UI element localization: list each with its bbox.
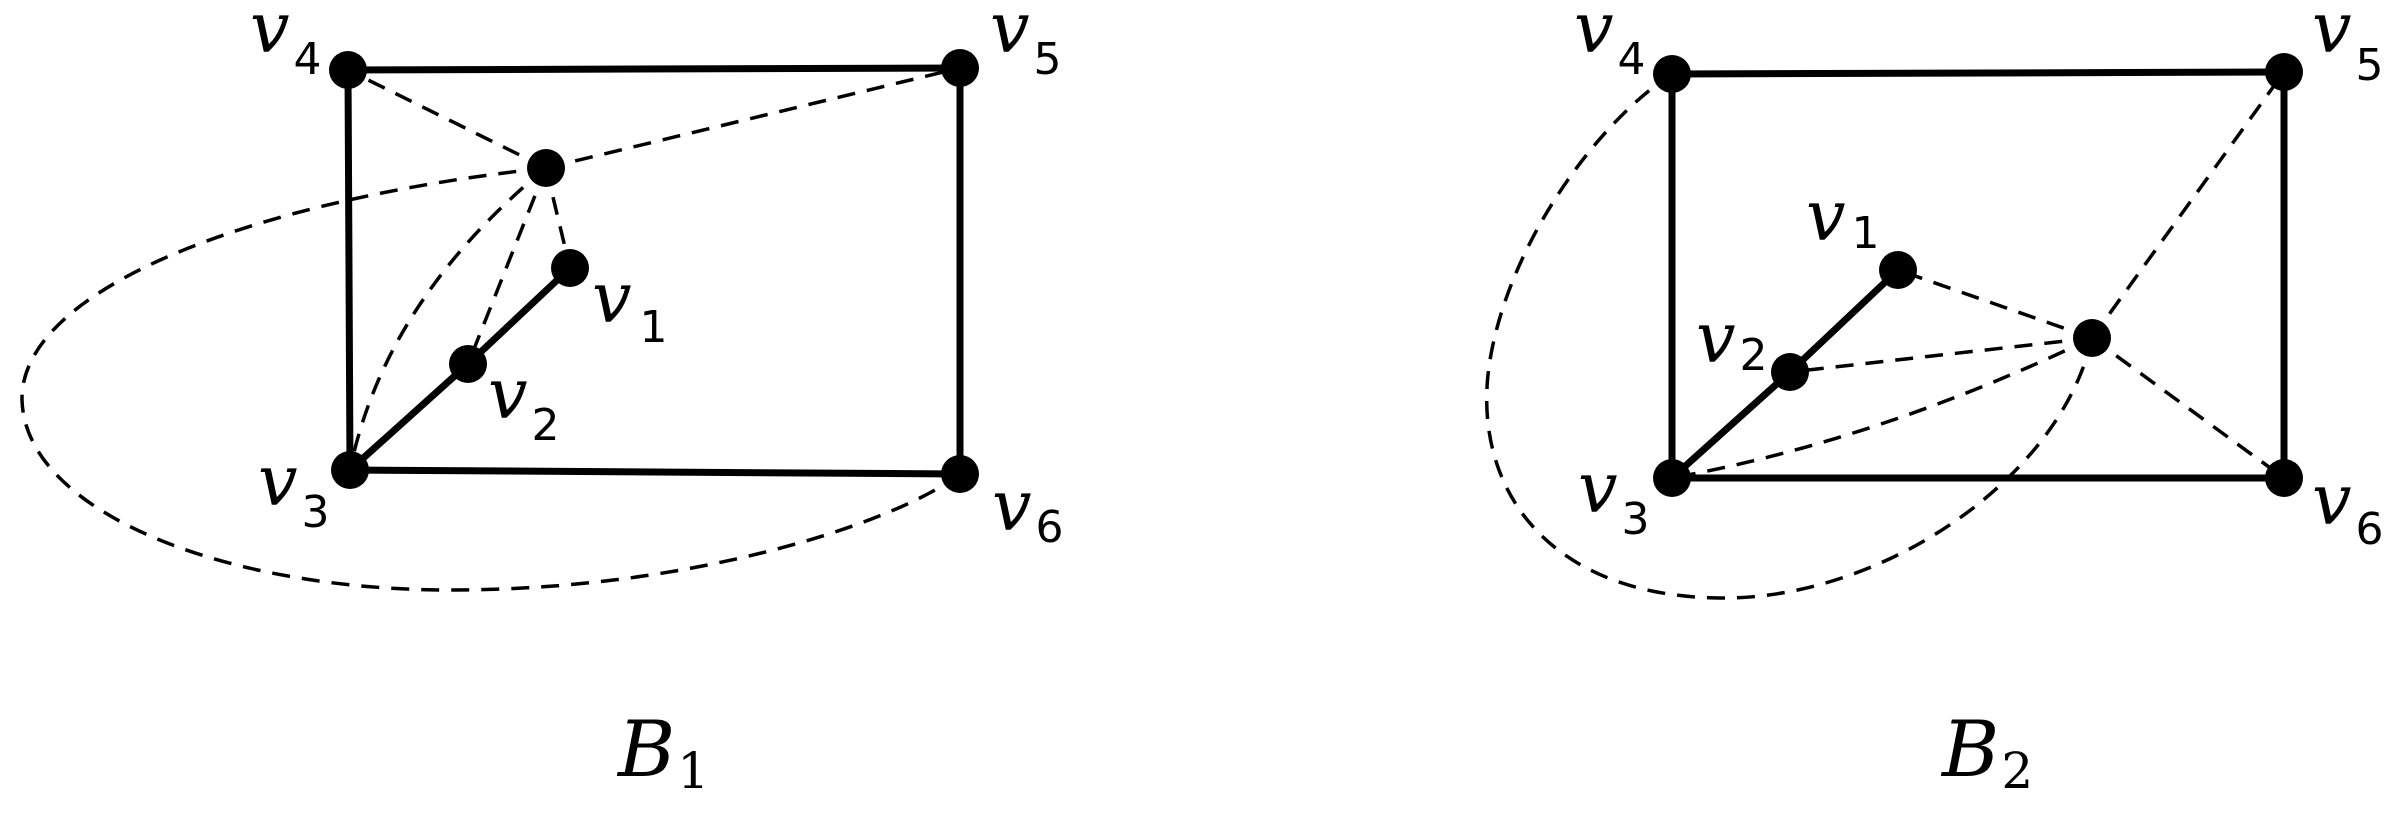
dashed-edge-u-v6 xyxy=(20,166,962,592)
dashed-edge-u-v2 xyxy=(466,167,548,365)
vertex-v1 xyxy=(551,249,589,287)
edge-v2-v1 xyxy=(464,264,574,368)
dashed-edge-u-v4 xyxy=(347,68,547,170)
edge-v6-v3 xyxy=(346,466,964,478)
label-v3: v3 xyxy=(1578,447,1650,545)
label-v5: v5 xyxy=(2312,0,2384,91)
vertex-v6 xyxy=(941,455,979,493)
vertex-u xyxy=(527,149,565,187)
vertex-v2 xyxy=(449,345,487,383)
edge-v4-v5 xyxy=(1668,68,2288,78)
dashed-edge-u-v5 xyxy=(2090,70,2286,340)
label-v4: v4 xyxy=(250,0,322,85)
vertex-v4 xyxy=(1653,55,1691,93)
vertex-v5 xyxy=(941,49,979,87)
dashed-edge-u-v3 xyxy=(1671,336,2093,480)
edge-v4-v5 xyxy=(344,64,964,74)
label-v6: v6 xyxy=(2312,459,2384,555)
vertex-u xyxy=(2073,319,2111,357)
edge-v3-v4 xyxy=(344,66,354,474)
label-v2: v2 xyxy=(488,353,560,451)
vertex-v3 xyxy=(1653,459,1691,497)
edge-v3-v2 xyxy=(1668,368,1794,482)
label-v2: v2 xyxy=(1696,297,1768,381)
vertex-v6 xyxy=(2265,459,2303,497)
caption-b1: B1 xyxy=(616,705,709,800)
edge-v3-v2 xyxy=(346,360,472,474)
dashed-edge-u-v5 xyxy=(545,66,961,170)
dashed-edge-u-v3 xyxy=(348,166,548,471)
dashed-edge-u-v1 xyxy=(1897,268,2093,340)
vertex-v3 xyxy=(331,451,369,489)
dashed-edge-u-v2 xyxy=(1789,336,2093,374)
edge-v2-v1 xyxy=(1786,266,1902,376)
vertex-v5 xyxy=(2265,53,2303,91)
dashed-edge-u-v6 xyxy=(2090,336,2286,480)
label-v4: v4 xyxy=(1574,0,1646,85)
vertex-v2 xyxy=(1771,353,1809,391)
label-v3: v3 xyxy=(258,440,330,538)
label-v6: v6 xyxy=(992,465,1064,553)
vertex-v1 xyxy=(1879,251,1917,289)
dashed-edge-u-v4 xyxy=(1485,72,2094,600)
vertex-v4 xyxy=(329,51,367,89)
caption-b2: B2 xyxy=(1940,705,2033,800)
label-v5: v5 xyxy=(990,0,1062,85)
